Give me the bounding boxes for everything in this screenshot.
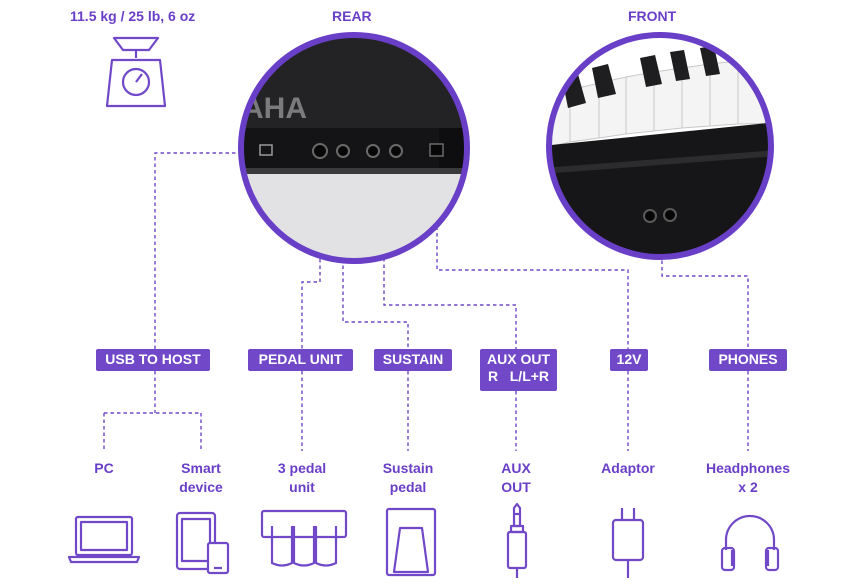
tablet-phone-icon [175,511,230,575]
laptop-icon [67,515,141,564]
power-adaptor-icon [611,508,645,578]
sustain-pedal-icon [385,507,437,577]
pedal-unit-badge: PEDAL UNIT [248,349,353,371]
audio-jack-icon [506,502,528,578]
adaptor-label: Adaptor [601,460,655,476]
sustain-badge: SUSTAIN [374,349,452,371]
three-pedal-icon [260,509,348,567]
dc-12v-badge: 12V [610,349,648,371]
rear-panel-photo: AHA [238,32,470,264]
pc-label: PC [94,460,114,476]
scale-icon [105,36,167,108]
front-heading: FRONT [628,8,677,24]
usb-to-host-badge: USB TO HOST [96,349,210,371]
rear-heading: REAR [332,8,372,24]
front-panel-photo [546,32,774,260]
aux-out-badge: AUX OUT R L/L+R [480,349,557,391]
weight-text: 11.5 kg / 25 lb, 6 oz [70,8,196,24]
headphones-icon [720,514,780,572]
phones-badge: PHONES [709,349,787,371]
